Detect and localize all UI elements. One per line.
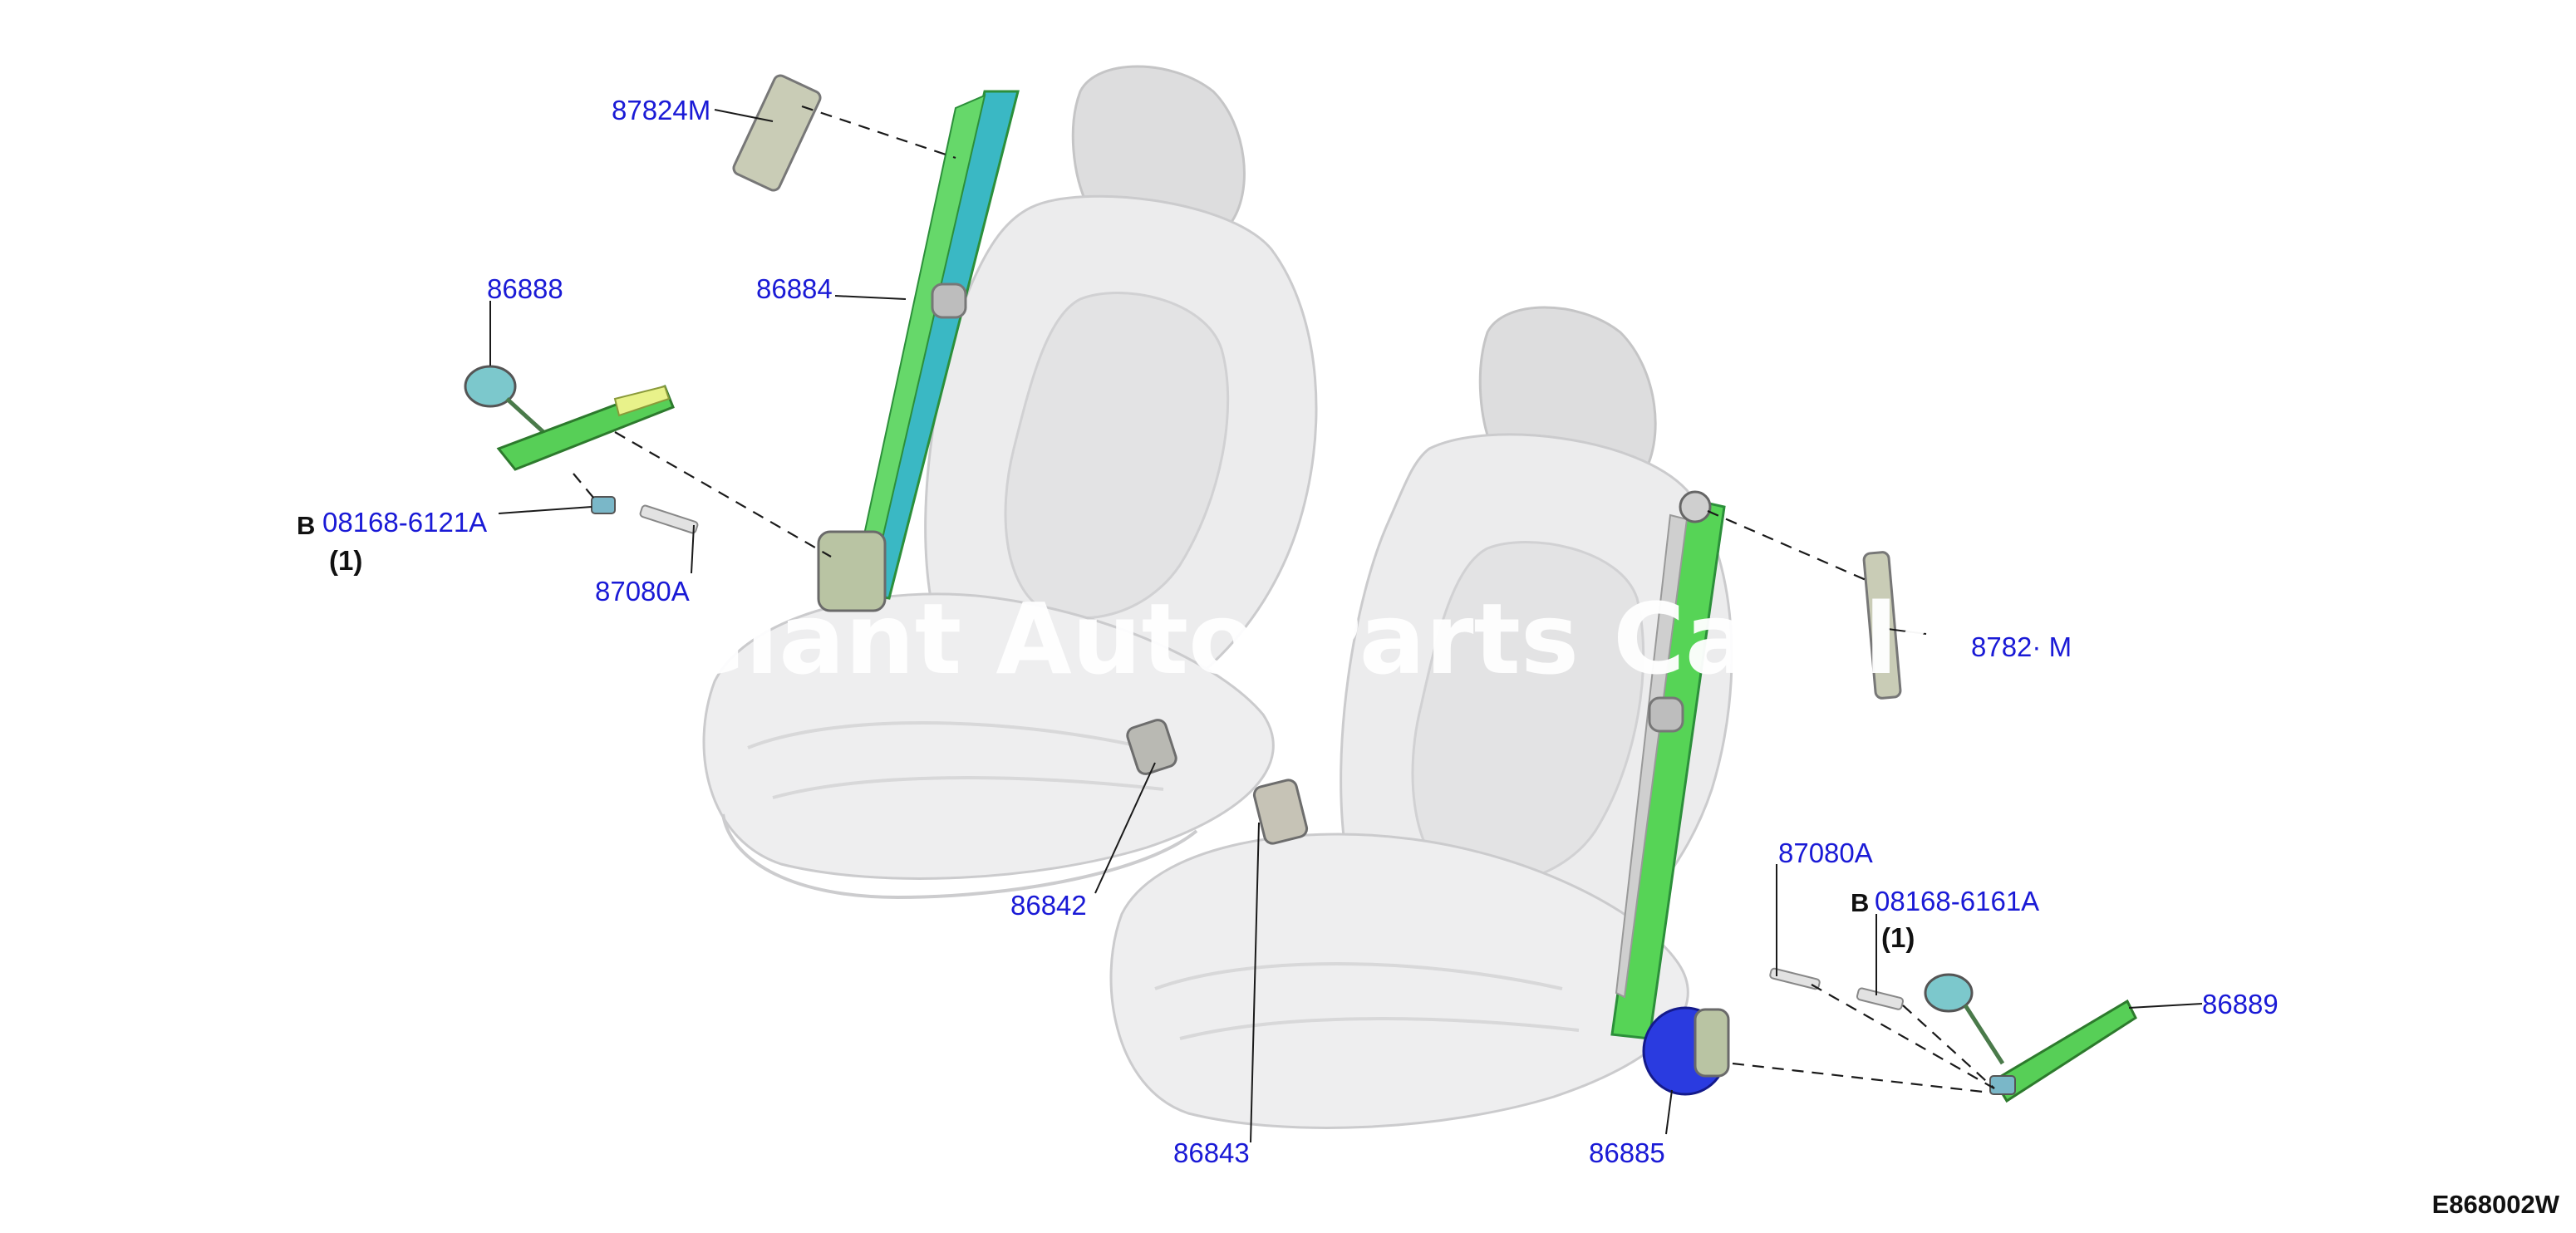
right-seat-backrest-panel (1411, 541, 1645, 886)
bolt-right-qty: (1) (1881, 922, 1915, 953)
right-belt-top-pivot (1679, 490, 1712, 523)
right-anchor-87080a (1769, 967, 1821, 990)
left-buckle-assembly (464, 365, 675, 471)
left-bolt-08168 (591, 496, 616, 514)
left-upper-guide (732, 74, 822, 192)
bolt-right-prefix: B (1851, 888, 1869, 917)
callout-87080a-right[interactable]: 87080A (1778, 838, 1873, 868)
watermark: Giant Auto Parts Catalog (665, 582, 2035, 696)
right-seat-cushion-stitch (1154, 962, 1580, 1040)
left-belt-assembly (817, 90, 1020, 612)
right-belt-assembly (1610, 490, 1730, 1096)
left-belt-loop (931, 282, 967, 319)
right-guide (1862, 551, 1902, 700)
callout-86884[interactable]: 86884 (756, 273, 833, 304)
right-bolt-08168 (1856, 987, 1905, 1010)
callout-86889[interactable]: 86889 (2202, 989, 2279, 1019)
callout-08168-6161a[interactable]: 08168-6161A (1875, 886, 2039, 916)
callout-86888[interactable]: 86888 (487, 273, 563, 304)
callout-87080a-left[interactable]: 87080A (595, 576, 690, 607)
callout-86842[interactable]: 86842 (1010, 890, 1087, 921)
left-belt-retractor (817, 530, 887, 612)
left-seat-base (721, 813, 1198, 900)
bolt-left-prefix: B (297, 511, 315, 540)
bolt-left-qty: (1) (329, 545, 362, 576)
leader-lines (489, 109, 2203, 1143)
right-belt-loop (1648, 696, 1684, 733)
callout-08168-6121a[interactable]: 08168-6121A (322, 507, 487, 538)
right-buckle-assembly (1924, 973, 2137, 1103)
cover-86842 (1126, 719, 1177, 775)
left-seat-cushion (702, 592, 1275, 880)
callout-labels: 87824M 86884 86888 B 08168-6121A (1) 870… (297, 95, 2279, 1168)
diagram-code: E868002W (2432, 1190, 2560, 1219)
left-seat-backrest-panel (1004, 292, 1230, 620)
assembly-lines (573, 105, 1995, 1094)
cover-86843 (1252, 779, 1309, 845)
left-anchor-87080a (639, 504, 699, 534)
left-seat-cushion-stitch (747, 721, 1164, 799)
right-belt-webbing-inner (1615, 513, 1689, 999)
callout-87824m-left[interactable]: 87824M (612, 95, 710, 125)
left-seat (702, 65, 1318, 900)
callout-86843[interactable]: 86843 (1173, 1137, 1250, 1168)
callout-86885[interactable]: 86885 (1589, 1137, 1665, 1168)
callout-8782-m-right[interactable]: 8782· M (1971, 631, 2072, 662)
